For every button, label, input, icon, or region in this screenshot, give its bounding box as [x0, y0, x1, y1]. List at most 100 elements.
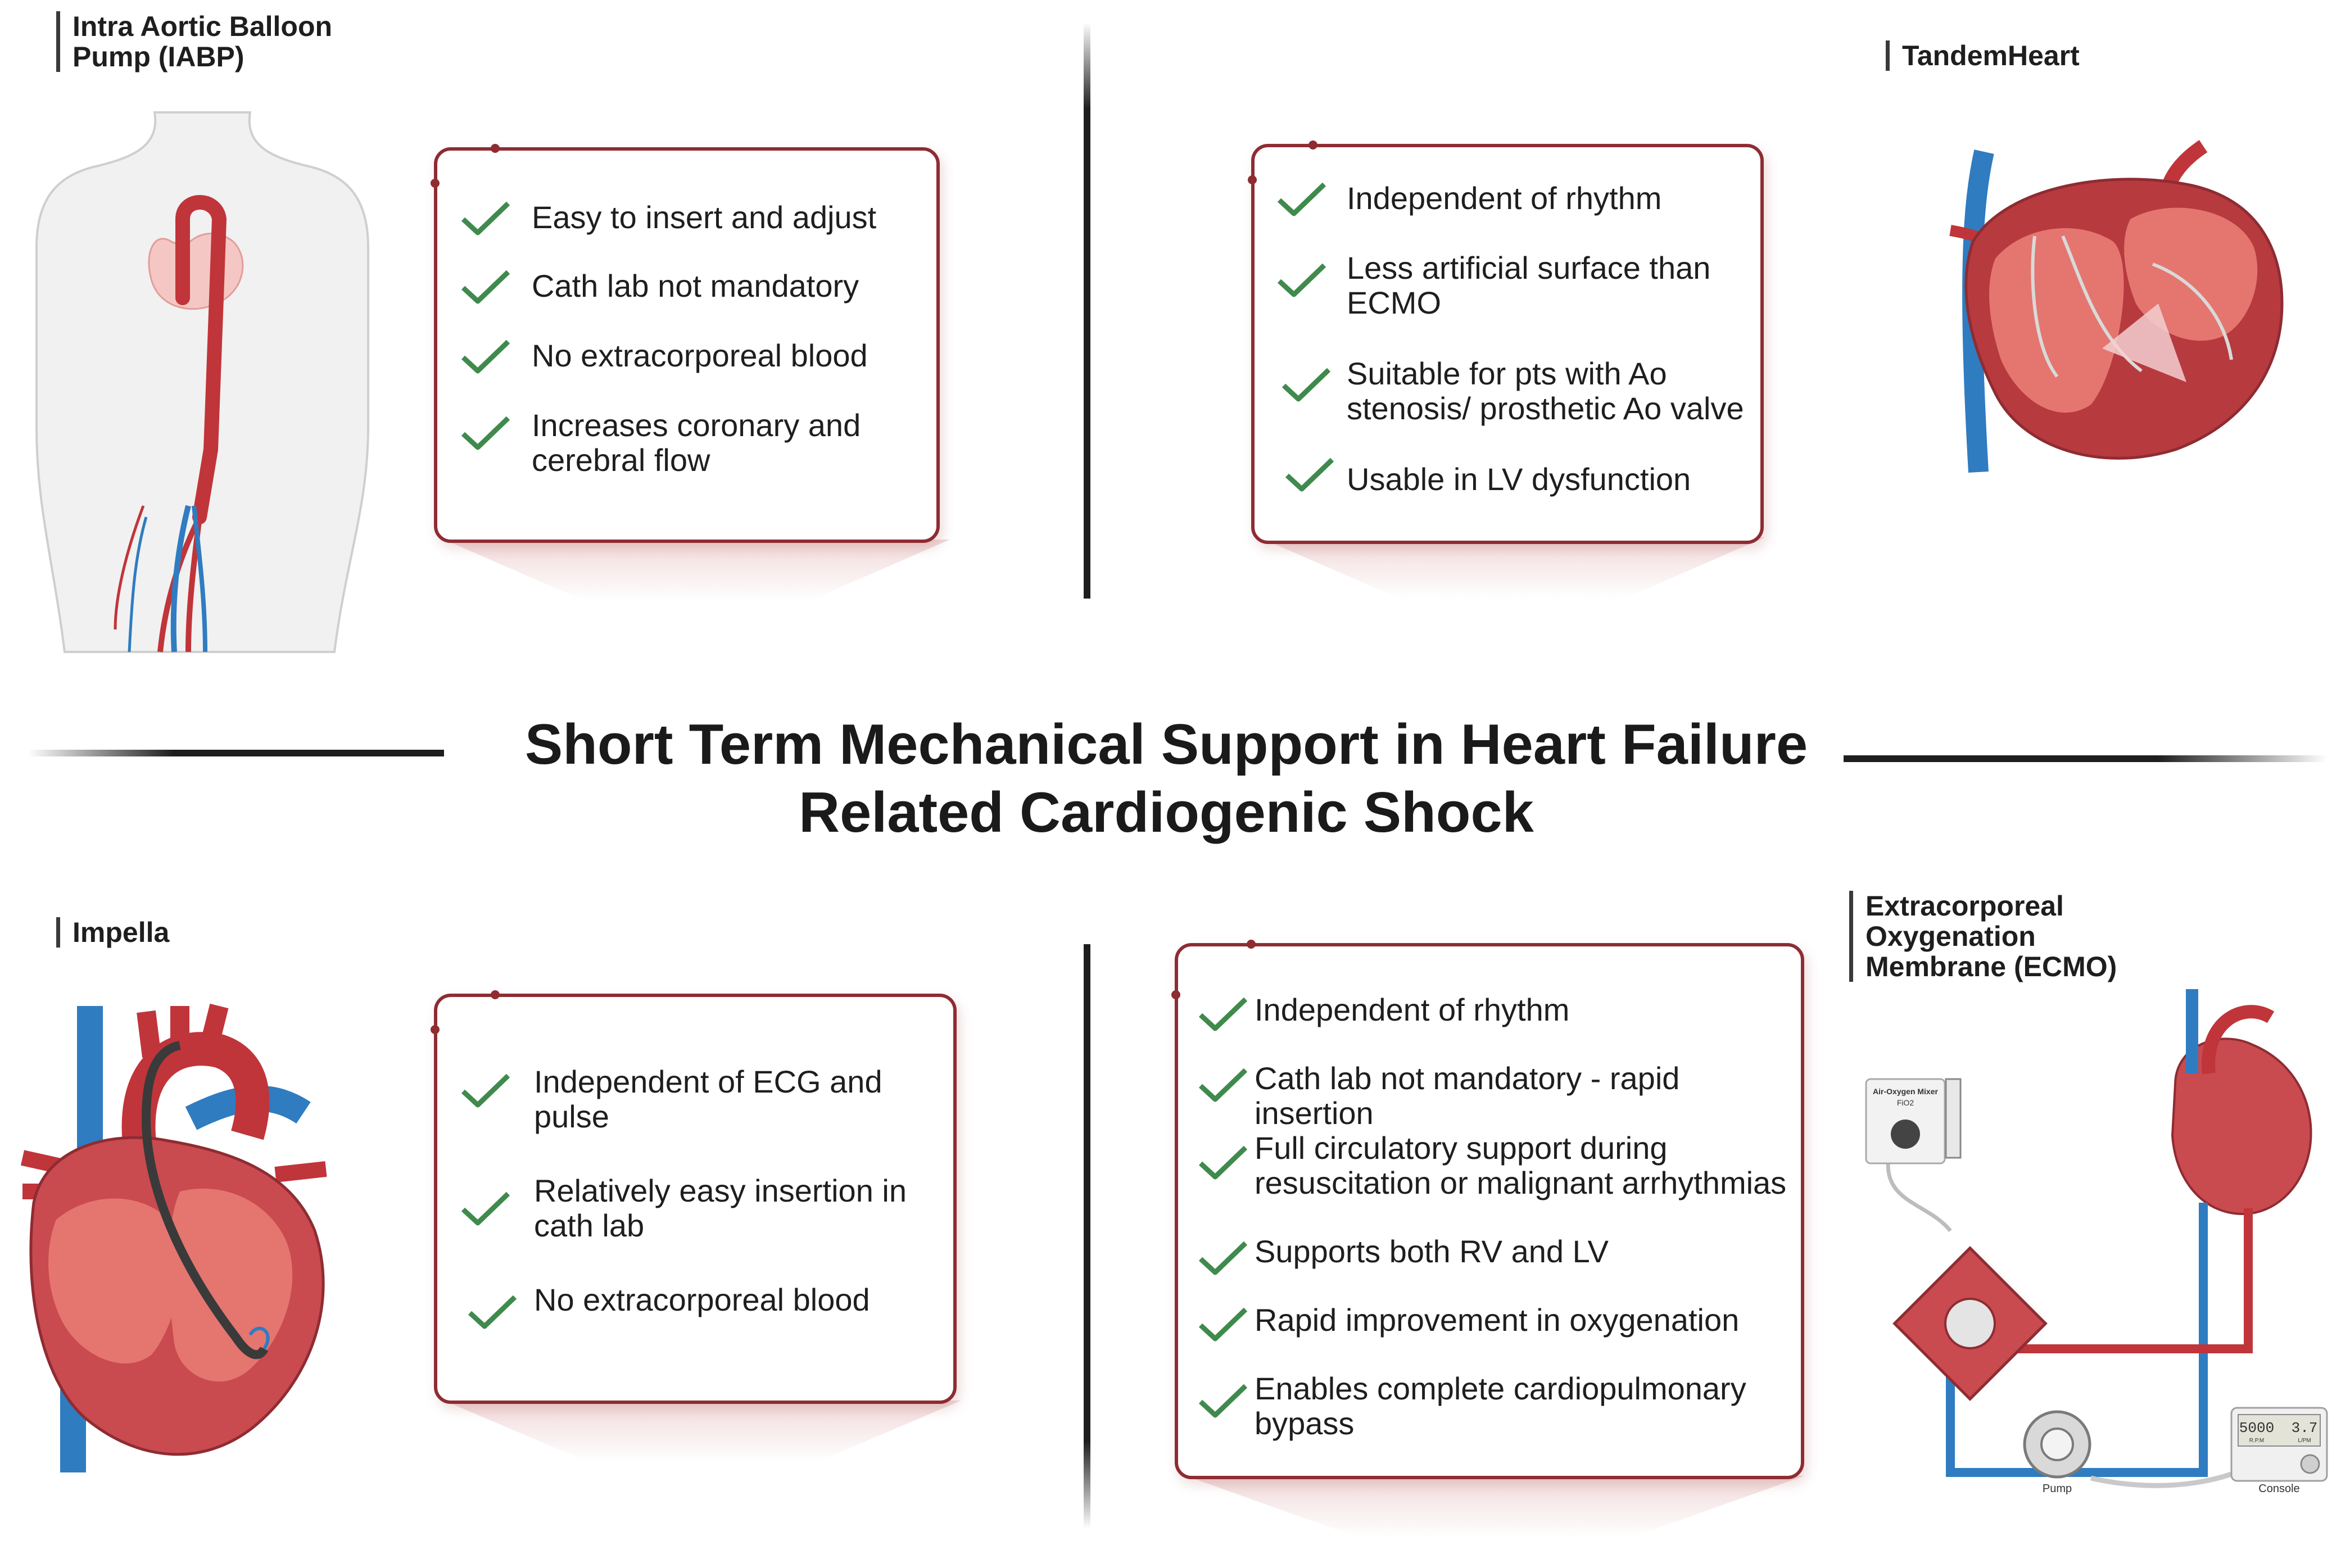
item-text-line2: resuscitation or malignant arrhythmias [1255, 1165, 1787, 1200]
check-icon [461, 1191, 510, 1226]
heart-chamber [48, 1198, 181, 1364]
tandemheart-title: TandemHeart [1886, 40, 2080, 71]
divider-top-vertical [1084, 22, 1090, 599]
divider-bottom-vertical [1084, 944, 1090, 1529]
item-text-line1: Increases coronary and [532, 407, 861, 443]
item-text-line1: Supports both RV and LV [1255, 1234, 1609, 1269]
connector-dot [1247, 940, 1256, 949]
check-icon [461, 201, 510, 235]
iabp-box: Easy to insert and adjust Cath lab not m… [434, 147, 940, 543]
gas-line [1886, 1157, 1952, 1232]
check-icon [1282, 368, 1331, 402]
ecmo-box-shadow [1186, 1476, 1804, 1538]
ecmo-title-line2: Oxygenation [1865, 921, 2036, 952]
impella-box-shadow [444, 1401, 961, 1462]
connector-dot [1248, 175, 1257, 184]
heart-chamber [169, 1188, 293, 1382]
check-icon [461, 339, 510, 374]
check-icon [1277, 263, 1326, 297]
branch-vessel [128, 516, 148, 652]
item-text-line1: Independent of rhythm [1347, 180, 1662, 216]
heart-chamber [1989, 228, 2124, 413]
item-text-line2: ECMO [1347, 285, 1441, 320]
check-icon [1285, 457, 1334, 492]
console-screen [2238, 1414, 2321, 1447]
tandemheart-title-line1: TandemHeart [1902, 40, 2080, 71]
item-text-line2: stenosis/ prosthetic Ao valve [1347, 391, 1744, 426]
item-text-line1: Usable in LV dysfunction [1347, 461, 1691, 497]
item-text-line2: pulse [534, 1099, 609, 1134]
item-text-line1: Suitable for pts with Ao [1347, 356, 1667, 391]
item-text-line2: cath lab [534, 1208, 645, 1243]
ecmo-title-line1: Extracorporeal [1865, 890, 2064, 922]
item-text-line1: Independent of ECG and [534, 1064, 882, 1099]
mixer-dial [1891, 1120, 1920, 1149]
arterial-line [1973, 1208, 2253, 1353]
item-text-line2: bypass [1255, 1406, 1355, 1441]
mixer-sub-label: FiO2 [1897, 1098, 1914, 1107]
check-icon [461, 416, 510, 450]
console-flow-value: 3.7 [2292, 1420, 2318, 1436]
connector-dot [1308, 141, 1317, 149]
check-icon [1198, 1068, 1248, 1102]
connector-dot [1171, 990, 1180, 999]
item-text-line1: Full circulatory support during [1255, 1130, 1668, 1166]
check-icon [1198, 1307, 1248, 1342]
connector-dot [431, 179, 440, 188]
impella-catheter [141, 1041, 269, 1359]
iabp-box-shadow [444, 540, 950, 601]
console-label: Console [2258, 1483, 2299, 1495]
ecmo-box: Independent of rhythm Cath lab not manda… [1175, 943, 1804, 1479]
console-rpm-unit: R.P.M [2249, 1438, 2265, 1444]
flowmeter [1945, 1078, 1962, 1159]
item-text-line1: Cath lab not mandatory [532, 268, 859, 303]
pump-rotor [2040, 1427, 2074, 1461]
ecmo-heart [2171, 1037, 2312, 1216]
item-text-line1: Less artificial surface than [1347, 250, 1711, 285]
divider-left [28, 750, 444, 756]
check-icon [1198, 1241, 1248, 1275]
impella-tip [248, 1326, 270, 1350]
item-text-line1: Cath lab not mandatory - rapid insertion [1255, 1061, 1680, 1131]
item-text-line2: cerebral flow [532, 442, 710, 478]
divider-right [1844, 755, 2327, 762]
venous-line [1946, 1203, 2208, 1477]
check-icon [468, 1295, 517, 1329]
connector-dot [491, 144, 500, 153]
item-text-line1: Easy to insert and adjust [532, 200, 877, 235]
valve [2102, 303, 2186, 382]
body-silhouette [35, 111, 369, 653]
impella-title-line1: Impella [73, 917, 170, 948]
main-title: Short Term Mechanical Support in Heart F… [450, 711, 1883, 847]
console-knob [2300, 1454, 2320, 1474]
branch-vessel [114, 505, 145, 630]
main-title-line2: Related Cardiogenic Shock [799, 781, 1534, 844]
check-icon [1198, 1384, 1248, 1418]
item-text-line1: Rapid improvement in oxygenation [1255, 1302, 1740, 1338]
aorta [175, 195, 227, 524]
ecmo-title: Extracorporeal Oxygenation Membrane (ECM… [1849, 891, 2117, 982]
tandemheart-box: Independent of rhythm Less artificial su… [1251, 144, 1764, 544]
ecmo-title-line3: Membrane (ECMO) [1865, 951, 2117, 982]
console-flow-unit: L/PM [2298, 1438, 2311, 1444]
main-title-line1: Short Term Mechanical Support in Heart F… [524, 713, 1808, 776]
impella-illustration [20, 1003, 327, 1472]
connector-dot [431, 1025, 440, 1034]
ecmo-illustration: Air-Oxygen Mixer FiO2 Pump 5000 R.P.M 3.… [1865, 989, 2328, 1495]
console-rpm-value: 5000 [2239, 1420, 2274, 1436]
connector-dot [491, 990, 500, 999]
item-text-line1: No extracorporeal blood [532, 338, 868, 373]
check-icon [1198, 1145, 1248, 1180]
impella-title: Impella [56, 917, 169, 948]
item-text-line1: Enables complete cardiopulmonary [1255, 1371, 1746, 1406]
check-icon [1277, 182, 1326, 216]
iabp-title: Intra Aortic Balloon Pump (IABP) [56, 11, 332, 72]
check-icon [461, 1073, 510, 1108]
item-text-line1: Independent of rhythm [1255, 992, 1570, 1027]
pump-label: Pump [2043, 1483, 2072, 1495]
check-icon [461, 270, 510, 304]
item-text-line1: Relatively easy insertion in [534, 1173, 907, 1208]
tandemheart-box-shadow [1259, 537, 1765, 599]
iabp-body-illustration [35, 111, 369, 653]
